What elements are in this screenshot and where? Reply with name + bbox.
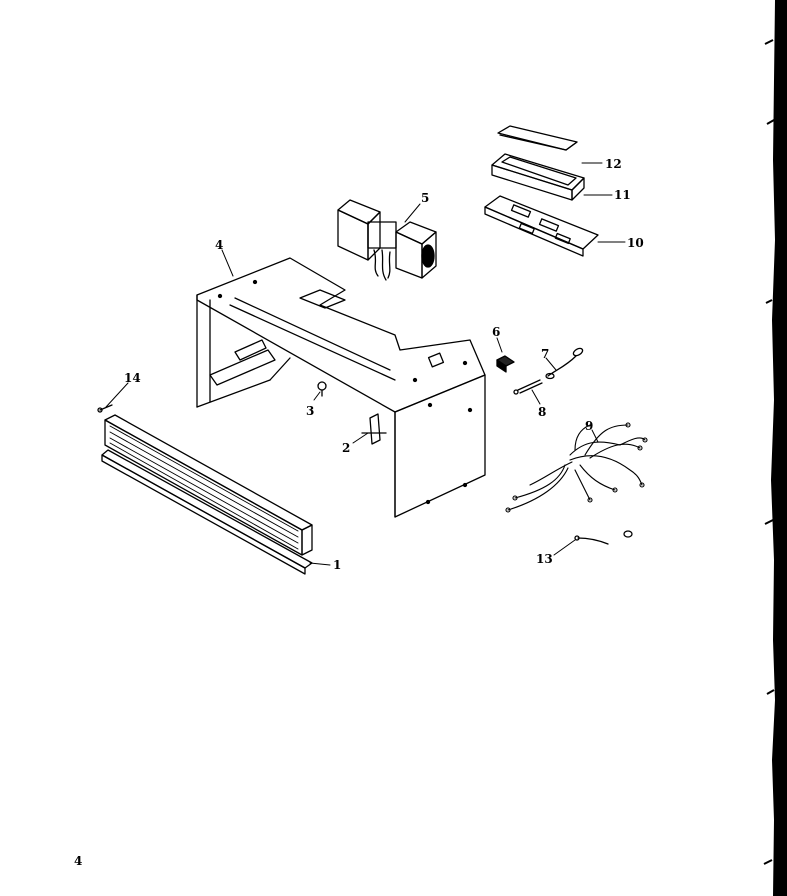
callout-11: 11 (614, 188, 631, 202)
part-7-sensor (545, 347, 584, 380)
callout-4: 4 (215, 238, 223, 252)
callout-7: 7 (541, 347, 549, 361)
callout-5: 5 (421, 191, 429, 205)
callout-2: 2 (342, 441, 350, 455)
callout-1: 1 (333, 558, 341, 572)
callout-13: 13 (536, 552, 553, 566)
callout-9: 9 (585, 419, 593, 433)
part-2-bracket (361, 413, 387, 445)
part-8-connector (513, 379, 543, 395)
part-3-screw (317, 381, 327, 397)
part-5-blower-motor (337, 199, 437, 281)
callout-10: 10 (627, 236, 644, 250)
part-1-grille (101, 414, 313, 575)
callout-8: 8 (538, 405, 546, 419)
callout-14: 14 (124, 371, 141, 385)
part-6-block (496, 355, 515, 373)
callout-6: 6 (492, 325, 500, 339)
callout-12: 12 (605, 157, 622, 171)
page-number: 4 (74, 854, 83, 868)
part-4-chassis (196, 257, 486, 518)
callout-3: 3 (306, 404, 314, 418)
part-11-tray (491, 153, 585, 201)
callout-numbers: 1 2 3 4 5 6 7 8 9 10 11 12 13 14 (124, 157, 644, 572)
part-13-small-parts (574, 530, 633, 545)
part-10-baseplate (484, 195, 599, 257)
part-12-cover (497, 125, 578, 151)
scan-edge (763, 0, 787, 896)
part-9-wiring-harness (505, 422, 648, 513)
part-14-screw (97, 404, 113, 413)
leader-lines (105, 162, 626, 566)
